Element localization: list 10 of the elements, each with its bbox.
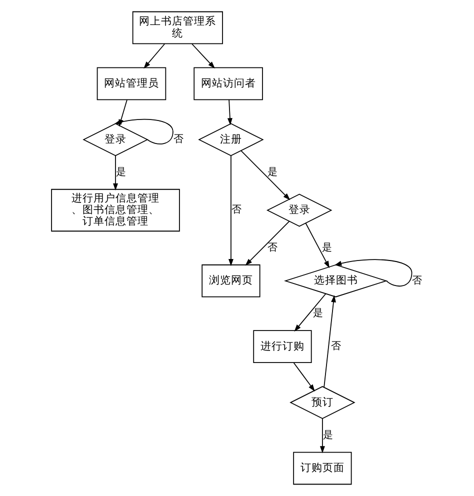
edge-label: 否 — [268, 242, 278, 254]
edge-label: 否 — [173, 134, 184, 146]
edge-label: 是 — [322, 242, 332, 254]
edge-label: 否 — [330, 341, 341, 352]
edge-label: 是 — [116, 166, 126, 178]
edge-label: 是 — [322, 430, 333, 441]
edge-label: 否 — [412, 275, 422, 286]
edge-label: 是 — [313, 308, 324, 320]
edge-label: 是 — [268, 166, 278, 178]
edge-label: 否 — [231, 204, 242, 216]
